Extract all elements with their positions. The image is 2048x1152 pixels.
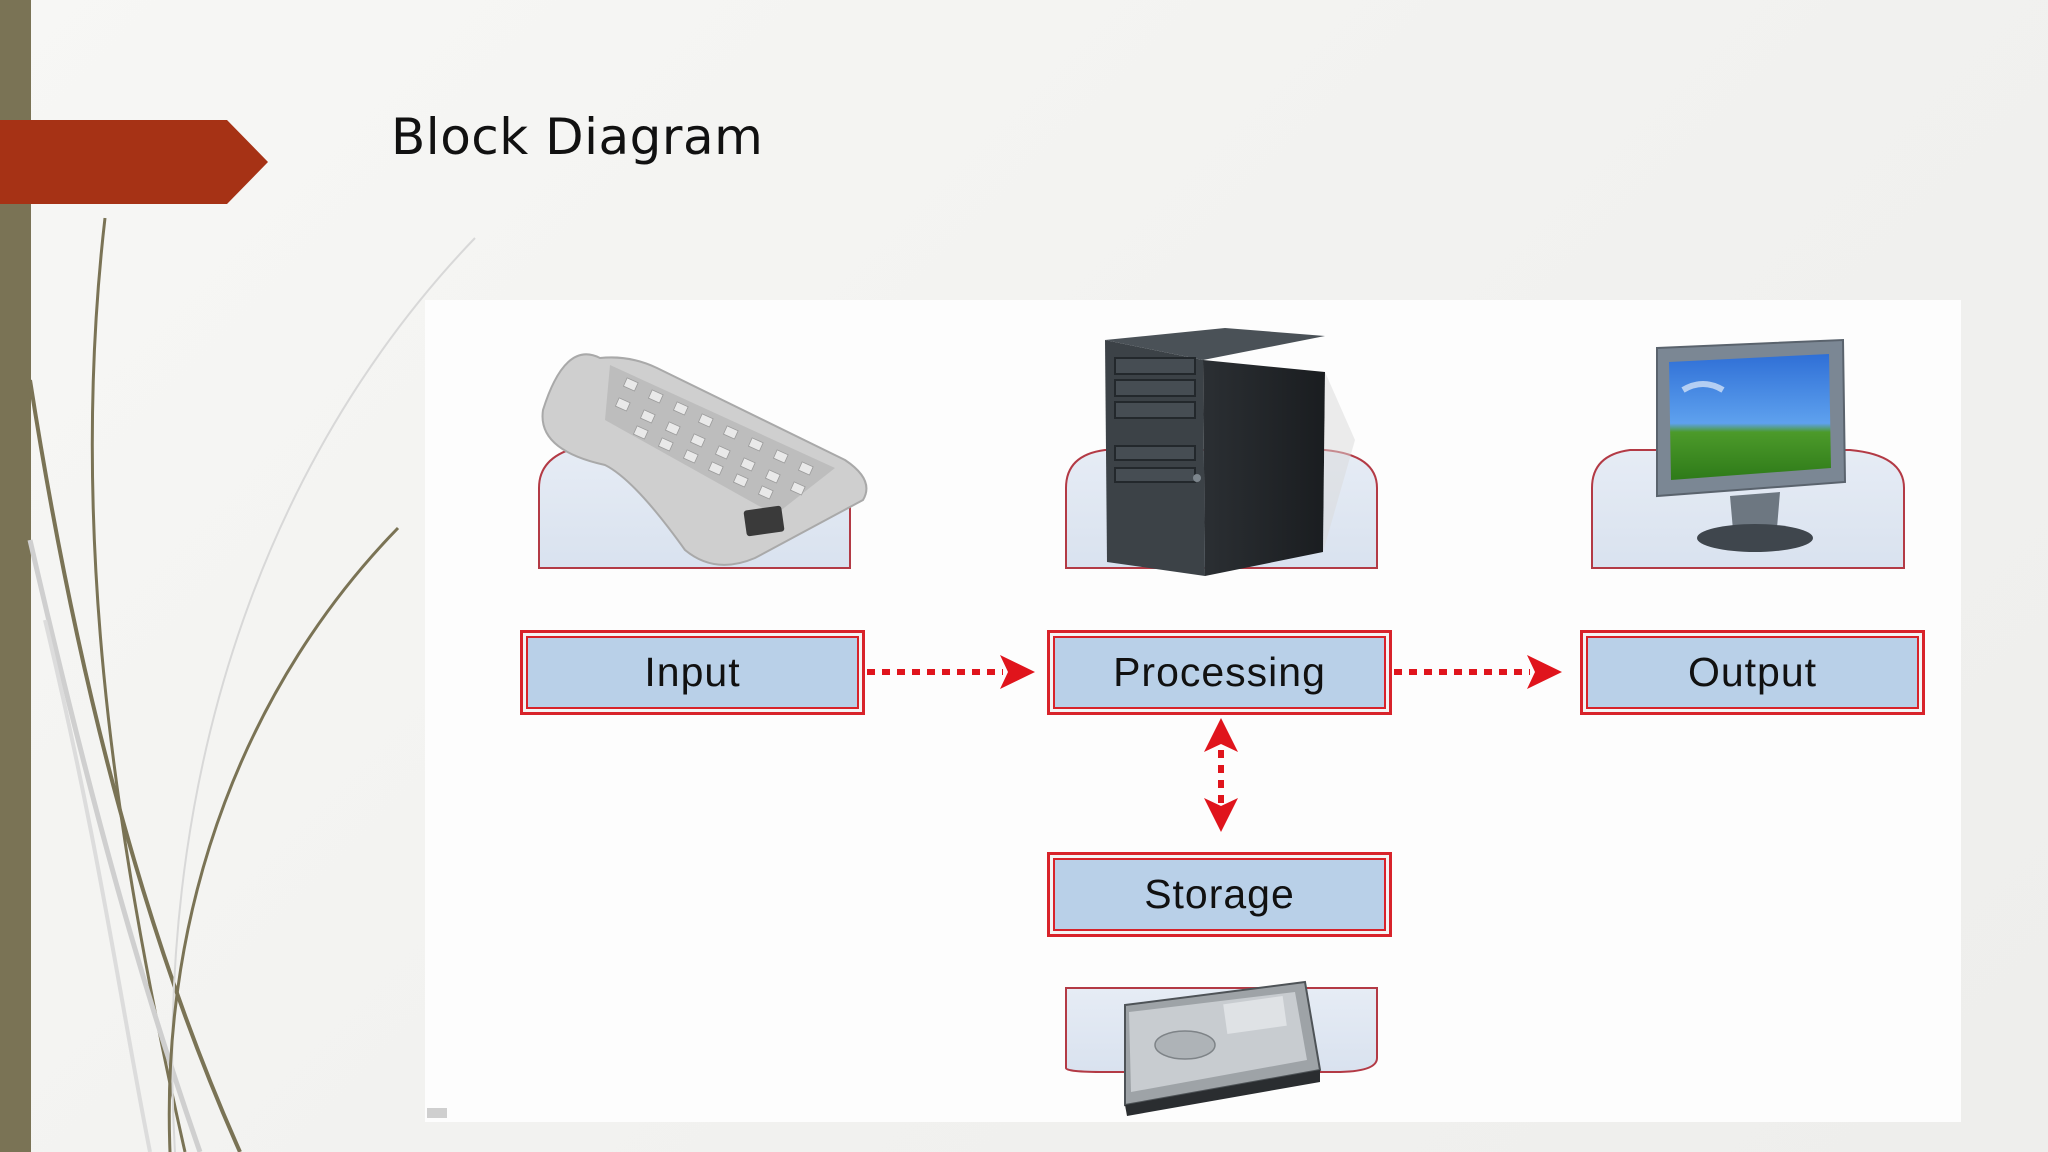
arrow-input-to-processing [867, 655, 1035, 689]
diagram-graphics [427, 328, 1905, 1118]
processing-block: Processing [1047, 630, 1392, 715]
title-banner-arrow [0, 120, 268, 204]
computer-tower-icon [1105, 328, 1355, 576]
storage-block: Storage [1047, 852, 1392, 937]
hard-drive-icon [1124, 980, 1322, 1116]
keyboard-icon [541, 353, 868, 566]
decorative-swoosh-lines [27, 217, 476, 1152]
block-diagram: Input Processing Output Storage [425, 300, 1961, 1122]
monitor-icon [1656, 338, 1847, 552]
slide-title: Block Diagram [391, 108, 764, 166]
arrow-processing-storage-bidirectional [1204, 718, 1238, 832]
output-block: Output [1580, 630, 1925, 715]
arrow-processing-to-output [1394, 655, 1562, 689]
input-block: Input [520, 630, 865, 715]
